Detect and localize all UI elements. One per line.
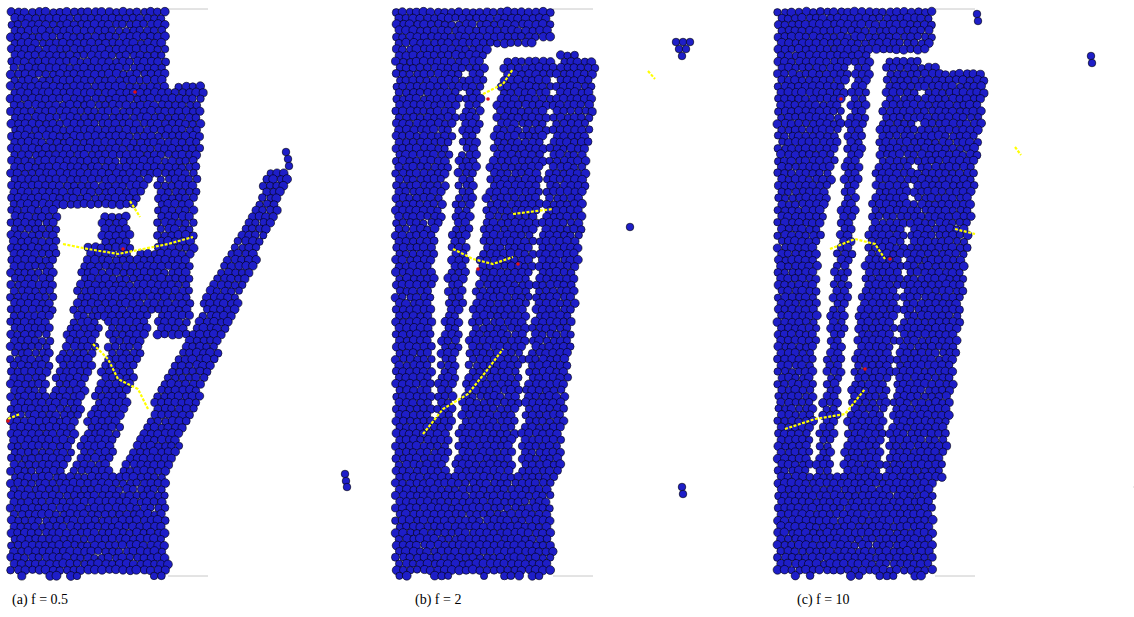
particle <box>87 27 94 34</box>
particle <box>11 349 18 356</box>
particle <box>126 343 133 350</box>
particle <box>112 268 120 276</box>
particle <box>25 225 32 232</box>
particle <box>165 150 172 157</box>
particle <box>137 187 145 195</box>
particle <box>32 262 39 269</box>
particle <box>87 200 95 208</box>
particle <box>175 330 183 338</box>
particle <box>6 82 15 91</box>
particle <box>94 200 102 208</box>
particle <box>158 386 166 394</box>
particle <box>123 64 130 71</box>
particle <box>119 20 127 28</box>
particle <box>129 75 138 84</box>
particle <box>35 70 42 77</box>
particle <box>59 200 68 209</box>
particle <box>80 51 87 58</box>
particle <box>153 8 161 16</box>
particle <box>130 361 138 369</box>
particle <box>32 349 39 356</box>
particle <box>185 311 193 319</box>
particle <box>95 175 102 182</box>
specimen-panel <box>6 7 351 580</box>
particle <box>190 219 198 227</box>
particle <box>185 287 192 294</box>
particle <box>190 405 197 412</box>
particle <box>161 330 169 338</box>
particle <box>235 287 242 294</box>
particle <box>116 423 124 431</box>
particle <box>43 330 51 338</box>
particle <box>108 200 116 208</box>
